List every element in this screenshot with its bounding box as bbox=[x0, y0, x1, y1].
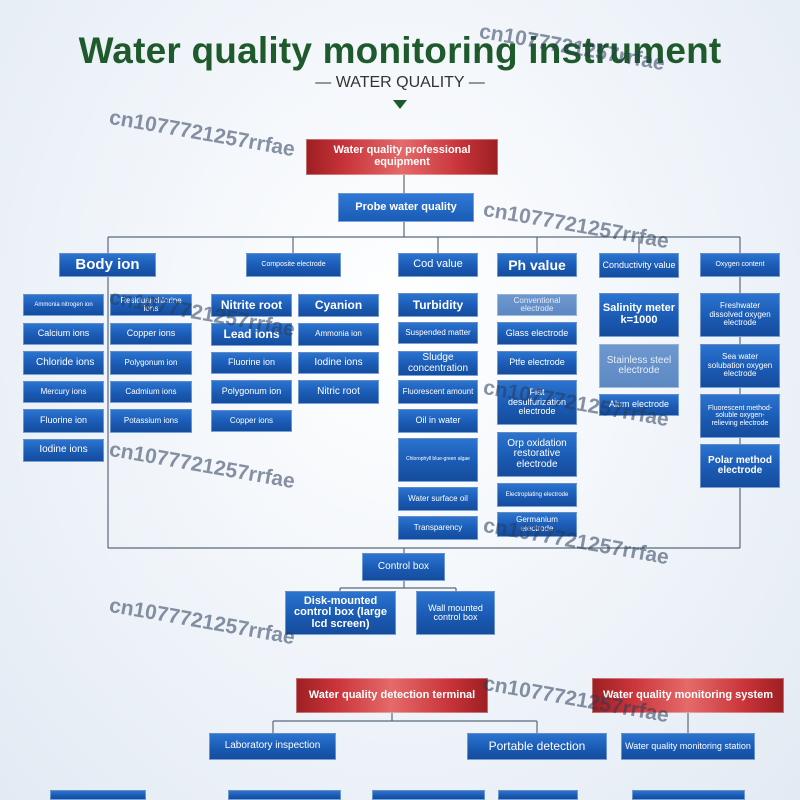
category-item: Ammonia nitrogen ion bbox=[23, 294, 104, 316]
category-item: Water surface oil bbox=[398, 487, 478, 511]
professional-equipment-box: Water quality professional equipment bbox=[306, 139, 498, 175]
category-item: Transparency bbox=[398, 516, 478, 540]
category-item: Sludge concentration bbox=[398, 351, 478, 376]
category-item: Nitrite root bbox=[211, 294, 292, 317]
conductivity-value-header: Conductivity value bbox=[599, 253, 679, 278]
body-ion-header: Body ion bbox=[59, 253, 156, 277]
category-item: Turbidity bbox=[398, 293, 478, 317]
category-item: Sea water solubation oxygen electrode bbox=[700, 344, 780, 388]
category-item: Fluorine ion bbox=[23, 409, 104, 433]
category-item: Orp oxidation restorative electrode bbox=[497, 432, 577, 477]
category-item: Glass electrode bbox=[497, 322, 577, 345]
category-item: Polygonum ion bbox=[211, 380, 292, 404]
category-item: Suspended matter bbox=[398, 322, 478, 344]
page-subtitle: — WATER QUALITY — bbox=[315, 74, 485, 91]
composite-electrode-header: Composite electrode bbox=[246, 253, 341, 277]
category-item: Chlorophyll blue-green algae bbox=[398, 438, 478, 482]
category-item: Conventional electrode bbox=[497, 294, 577, 316]
category-item: Lead ions bbox=[211, 323, 292, 346]
cutoff-box bbox=[632, 790, 745, 800]
cod-value-header: Cod value bbox=[398, 253, 478, 277]
laboratory-inspection-box: Laboratory inspection bbox=[209, 733, 336, 760]
ph-value-header: Ph value bbox=[497, 253, 577, 277]
category-item: Polar method electrode bbox=[700, 444, 780, 488]
category-item: Iodine ions bbox=[298, 352, 379, 374]
category-item: Copper ions bbox=[110, 323, 192, 345]
down-arrow-icon bbox=[393, 100, 407, 109]
oxygen-content-header: Oxygen content bbox=[700, 253, 780, 277]
category-item: Fluorine ion bbox=[211, 352, 292, 374]
category-item: Nitric root bbox=[298, 380, 379, 404]
disk-mounted-control-box: Disk-mounted control box (large lcd scre… bbox=[285, 591, 396, 635]
category-item: Freshwater dissolved oxygen electrode bbox=[700, 293, 780, 337]
portable-detection-box: Portable detection bbox=[467, 733, 607, 760]
monitoring-system-box: Water quality monitoring system bbox=[592, 678, 784, 713]
category-item: Salinity meter k=1000 bbox=[599, 293, 679, 337]
category-item: Alum electrode bbox=[599, 394, 679, 416]
category-item: Ammonia ion bbox=[298, 323, 379, 346]
category-item: Germanium electrode bbox=[497, 512, 577, 537]
cutoff-box bbox=[50, 790, 146, 800]
detection-terminal-box: Water quality detection terminal bbox=[296, 678, 488, 713]
category-item: Cadmium ions bbox=[110, 381, 192, 403]
category-item: Mercury ions bbox=[23, 381, 104, 403]
category-item: Fluorescent method-soluble oxygen-reliev… bbox=[700, 394, 780, 438]
page-title: Water quality monitoring instrument bbox=[78, 30, 722, 71]
category-item: Stainless steel electrode bbox=[599, 344, 679, 388]
cutoff-box bbox=[372, 790, 485, 800]
category-item: Calcium ions bbox=[23, 323, 104, 345]
category-item: Ptfe electrode bbox=[497, 351, 577, 375]
monitoring-station-box: Water quality monitoring station bbox=[621, 733, 755, 760]
category-item: Chloride ions bbox=[23, 351, 104, 375]
cutoff-box bbox=[498, 790, 578, 800]
category-item: Iodine ions bbox=[23, 439, 104, 462]
category-item: Fluorescent amount bbox=[398, 380, 478, 404]
category-item: Oil in water bbox=[398, 409, 478, 433]
control-box-node: Control box bbox=[362, 553, 445, 581]
cutoff-box bbox=[228, 790, 341, 800]
category-item: Electroplating electrode bbox=[497, 483, 577, 507]
category-item: Polygonum ion bbox=[110, 351, 192, 375]
category-item: Potassium ions bbox=[110, 409, 192, 433]
category-item: Cyanion bbox=[298, 294, 379, 317]
category-item: Residual chlorine ions bbox=[110, 294, 192, 316]
category-item: Copper ions bbox=[211, 410, 292, 432]
category-item: Flat desulfurization electrode bbox=[497, 380, 577, 425]
wall-mounted-control-box: Wall mounted control box bbox=[416, 591, 495, 635]
probe-water-quality-box: Probe water quality bbox=[338, 193, 474, 222]
